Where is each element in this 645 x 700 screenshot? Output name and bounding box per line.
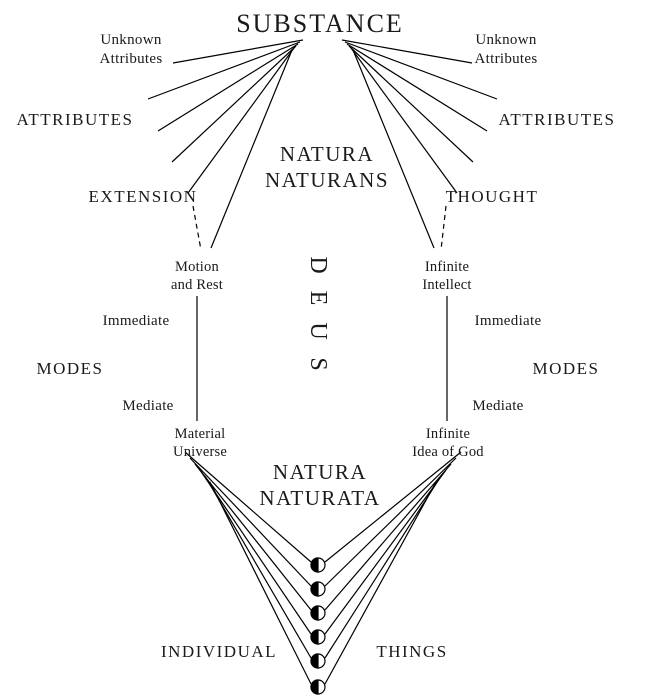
- unknown-attributes-right-line1: Unknown: [475, 32, 537, 48]
- infinite-intellect-label: Infinite Intellect: [422, 258, 471, 294]
- modes-right-label: MODES: [532, 359, 600, 378]
- things-label: THINGS: [376, 642, 448, 661]
- unknown-attributes-left-line2: Attributes: [99, 50, 163, 67]
- infinite-idea-line2: Idea of God: [412, 444, 484, 461]
- natura-naturans-line2: NATURANS: [264, 168, 390, 193]
- natura-naturans-line1: NATURA: [279, 142, 375, 166]
- infinite-intellect-line1: Infinite: [424, 259, 470, 275]
- deus-letter-s: S: [305, 357, 331, 371]
- individual-thing-icons: [310, 557, 326, 695]
- infinite-idea-fan-lines: [324, 451, 462, 685]
- mediate-left-label: Mediate: [122, 398, 174, 414]
- attributes-left-label: ATTRIBUTES: [16, 110, 134, 129]
- motion-and-rest-line2: and Rest: [171, 277, 223, 294]
- natura-naturata-line1: NATURA: [272, 460, 368, 484]
- infinite-idea-of-god-label: Infinite Idea of God: [412, 425, 483, 461]
- natura-naturans-label: NATURA NATURANS: [265, 141, 389, 194]
- deus-letter-d: D: [305, 256, 331, 274]
- deus-letter-e: E: [305, 290, 331, 306]
- unknown-attributes-right-label: Unknown Attributes: [475, 31, 538, 69]
- half-moon-icon: [310, 653, 326, 669]
- material-universe-line2: Universe: [173, 444, 227, 461]
- deus-letter-u: U: [305, 322, 331, 340]
- substance-right-fan-lines: [341, 39, 498, 249]
- mode-vertical-lines: [196, 296, 448, 421]
- unknown-attributes-left-label: Unknown Attributes: [100, 31, 163, 69]
- individual-label: INDIVIDUAL: [160, 642, 278, 661]
- unknown-attributes-left-line1: Unknown: [100, 32, 162, 48]
- extension-label: EXTENSION: [88, 187, 198, 206]
- material-universe-label: Material Universe: [173, 425, 227, 461]
- half-moon-icon: [310, 605, 326, 621]
- motion-and-rest-label: Motion and Rest: [171, 258, 223, 294]
- natura-naturata-line2: NATURATA: [259, 486, 381, 511]
- material-universe-line1: Material: [174, 426, 226, 442]
- natura-naturata-label: NATURA NATURATA: [259, 459, 380, 512]
- immediate-left-label: Immediate: [102, 313, 170, 329]
- infinite-intellect-line2: Intellect: [422, 277, 472, 294]
- mediate-right-label: Mediate: [472, 398, 524, 414]
- infinite-idea-line1: Infinite: [425, 426, 471, 442]
- thought-label: THOUGHT: [445, 187, 539, 206]
- half-moon-icon: [310, 557, 326, 573]
- attributes-right-label: ATTRIBUTES: [498, 110, 616, 129]
- material-universe-fan-lines: [184, 451, 312, 685]
- modes-left-label: MODES: [36, 359, 104, 378]
- half-moon-icon: [310, 679, 326, 695]
- substance-left-fan-lines: [147, 39, 304, 249]
- substance-title: SUBSTANCE: [236, 9, 404, 38]
- attribute-mode-dashed-lines: [192, 205, 447, 251]
- half-moon-icon: [310, 581, 326, 597]
- deus-vertical-label: D E U S: [305, 252, 331, 377]
- half-moon-icon: [310, 629, 326, 645]
- unknown-attributes-right-line2: Attributes: [474, 50, 538, 67]
- motion-and-rest-line1: Motion: [175, 259, 219, 275]
- immediate-right-label: Immediate: [474, 313, 542, 329]
